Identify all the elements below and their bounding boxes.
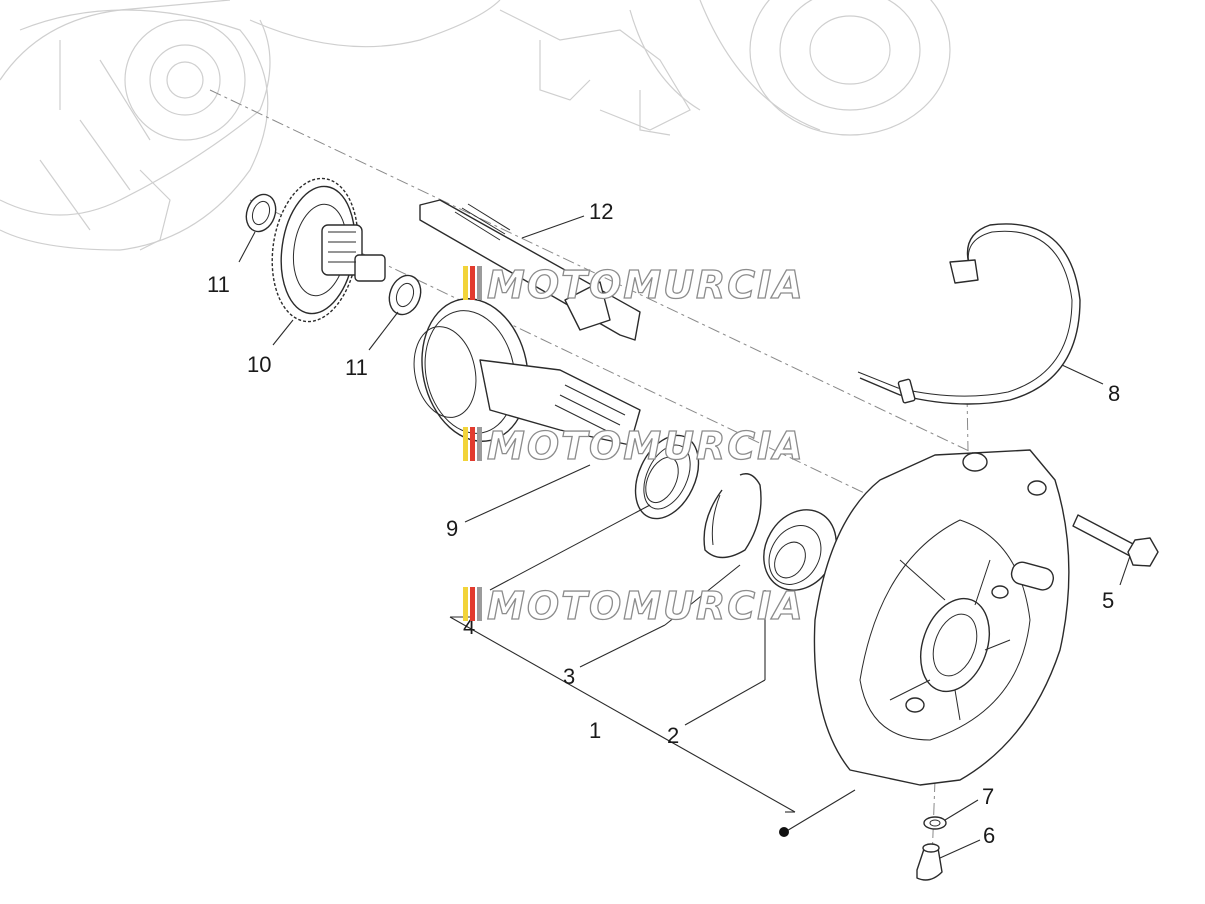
watermark-top: MOTOMURCIA xyxy=(463,262,805,308)
washer-7 xyxy=(923,816,947,830)
watermark-stripe-yellow xyxy=(463,266,468,300)
callout-2: 2 xyxy=(667,723,679,748)
oil-seal-4 xyxy=(634,434,700,520)
watermark-stripe-yellow xyxy=(463,587,468,621)
callout-7: 7 xyxy=(982,784,994,809)
callout-10: 10 xyxy=(247,352,271,377)
screw-6 xyxy=(916,843,943,881)
watermark-text: MOTOMURCIA xyxy=(487,263,805,307)
watermark-middle: MOTOMURCIA xyxy=(463,423,805,469)
watermark-text: MOTOMURCIA xyxy=(487,424,805,468)
watermark-stripe-grey xyxy=(477,427,482,461)
watermark-stripe-yellow xyxy=(463,427,468,461)
watermark-stripe-grey xyxy=(477,266,482,300)
watermark-stripe-red xyxy=(470,427,475,461)
bolt-5 xyxy=(1072,514,1159,567)
callout-5: 5 xyxy=(1102,588,1114,613)
gear-10 xyxy=(271,177,386,323)
callout-3: 3 xyxy=(563,664,575,689)
watermark-stripe-red xyxy=(470,587,475,621)
callout-12: 12 xyxy=(589,199,613,224)
leader-lines xyxy=(238,215,1131,859)
shaft-12 xyxy=(419,199,641,341)
pulley-shaft-9 xyxy=(413,298,641,446)
sensor-cable-8 xyxy=(857,223,1081,405)
callout-11-right: 11 xyxy=(345,355,368,380)
circlip-3 xyxy=(703,473,762,559)
callout-9: 9 xyxy=(446,516,458,541)
callout-1: 1 xyxy=(589,718,601,743)
watermark-stripe-red xyxy=(470,266,475,300)
callout-6: 6 xyxy=(983,823,995,848)
watermark-stripe-grey xyxy=(477,587,482,621)
watermark-bottom: MOTOMURCIA xyxy=(463,583,805,629)
watermark-text: MOTOMURCIA xyxy=(487,584,805,628)
callout-11-left: 11 xyxy=(207,272,230,297)
washer-11-left xyxy=(245,193,277,233)
washer-11-right xyxy=(388,274,422,316)
callout-8: 8 xyxy=(1108,381,1120,406)
assembly-dot xyxy=(779,827,789,837)
transmission-cover-1 xyxy=(813,449,1070,786)
engine-casing-ghost xyxy=(0,0,951,251)
